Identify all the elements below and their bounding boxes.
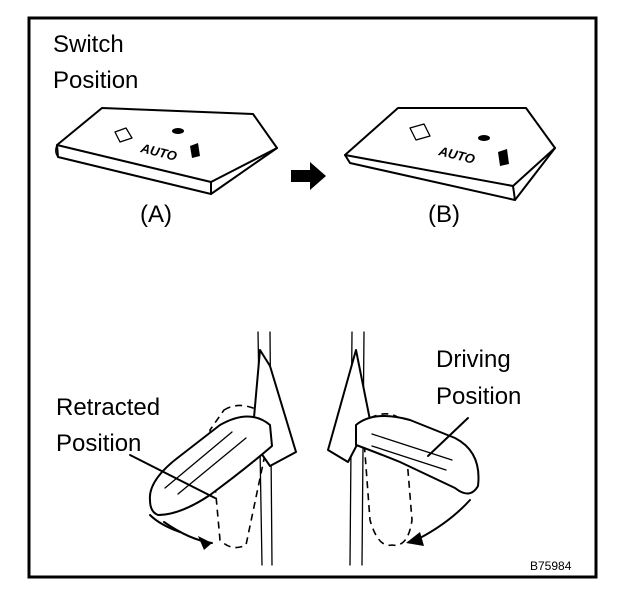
retracted-leader-line <box>129 454 216 499</box>
driving-leader-line <box>427 417 469 457</box>
switch-a: AUTO <box>55 107 278 195</box>
retracted-label-line2: Position <box>56 430 141 457</box>
state-b-label: (B) <box>428 201 460 228</box>
left-mirror <box>148 331 297 566</box>
driving-label-line1: Driving <box>436 346 511 373</box>
right-arrow-icon <box>291 162 326 190</box>
right-mirror <box>327 331 480 566</box>
switch-position-label-line2: Position <box>53 67 138 94</box>
switch-b: AUTO <box>344 107 556 201</box>
state-a-label: (A) <box>140 201 172 228</box>
diagram-frame <box>27 16 598 579</box>
retracted-label-line1: Retracted <box>56 394 160 421</box>
figure-code: B75984 <box>530 559 572 573</box>
driving-label-line2: Position <box>436 383 521 410</box>
switch-position-label-line1: Switch <box>53 31 124 58</box>
